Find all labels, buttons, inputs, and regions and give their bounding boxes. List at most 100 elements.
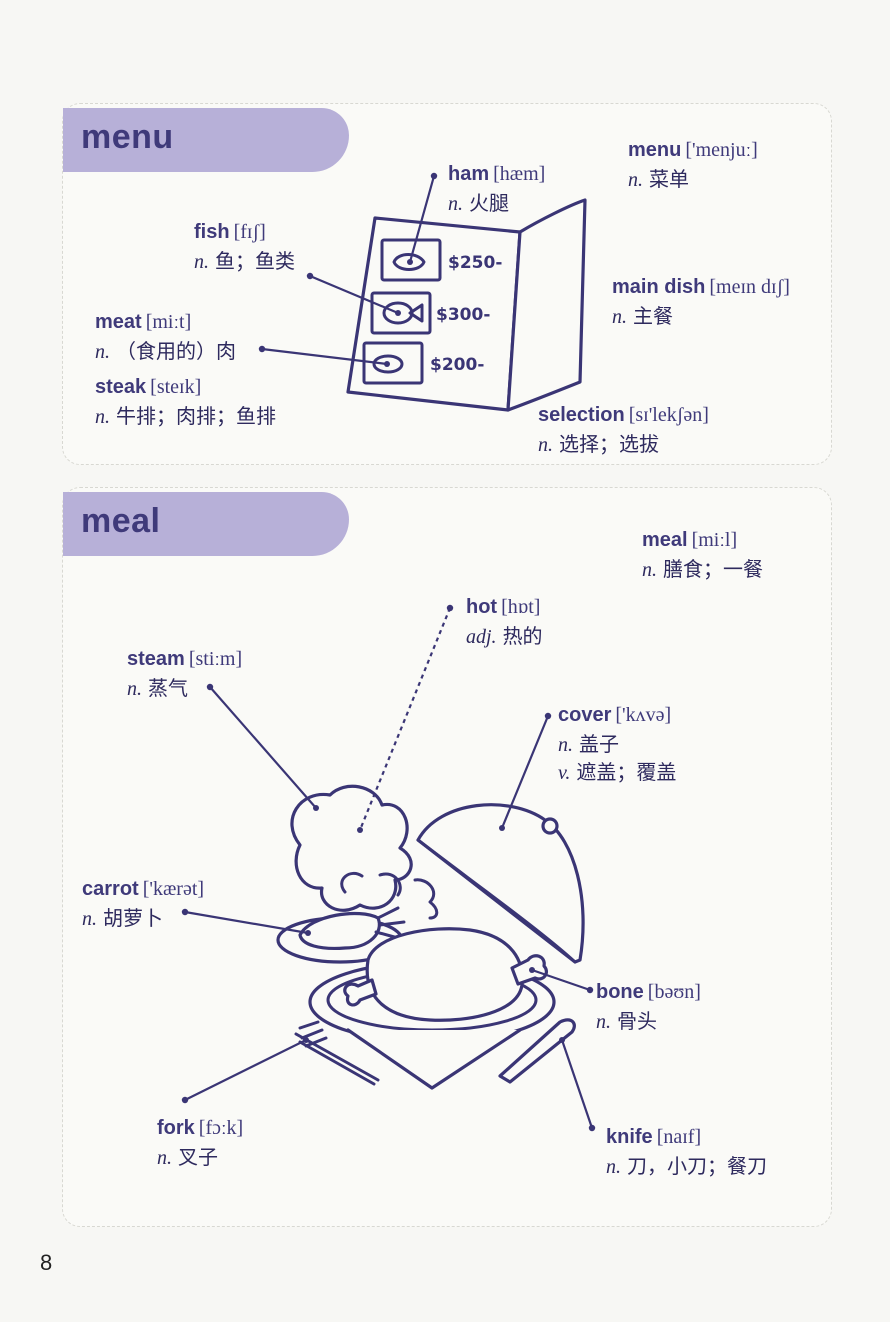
word-menu-en: menu <box>628 139 682 161</box>
word-carrot-phonetic: ['kærət] <box>142 878 205 900</box>
word-meat-phonetic: [miːt] <box>145 311 192 333</box>
word-menu-phonetic: ['menjuː] <box>685 139 758 161</box>
word-main-dish-zh: 主餐 <box>633 306 673 328</box>
word-hot: hot [hɒt] adj.热的 <box>466 593 543 651</box>
word-meal: meal [miːl] n. 膳食；一餐 <box>642 526 763 584</box>
word-fish: fish [fɪʃ] n. 鱼；鱼类 <box>194 218 295 276</box>
word-hot-en: hot <box>466 596 498 618</box>
word-knife-phonetic: [naɪf] <box>656 1126 702 1148</box>
word-fork-en: fork <box>157 1117 195 1139</box>
word-carrot: carrot ['kærət] n. 胡萝卜 <box>82 875 204 933</box>
price-steak: $200- <box>430 355 484 375</box>
word-main-dish-def: n. 主餐 <box>612 303 790 331</box>
word-steam-en: steam <box>127 648 185 670</box>
meal-section-tab: meal <box>63 492 349 556</box>
word-carrot-zh: 胡萝卜 <box>103 908 163 930</box>
word-selection-zh: 选择；选拔 <box>559 434 659 456</box>
word-fish-zh: 鱼；鱼类 <box>215 251 295 273</box>
word-cover-zh-2: 遮盖；覆盖 <box>576 762 677 784</box>
menu-illustration: $250- $300- $200- <box>346 198 587 412</box>
meal-leader-lines <box>181 604 596 1132</box>
word-selection-pos: n. <box>538 434 553 456</box>
word-meat-en: meat <box>95 311 142 333</box>
word-meat-zh: （食用的）肉 <box>116 341 236 363</box>
word-knife-def: n.刀，小刀；餐刀 <box>606 1153 767 1181</box>
word-main-dish-phonetic: [meɪn dɪʃ] <box>709 276 790 298</box>
page-number: 8 <box>40 1250 53 1275</box>
word-meal-zh: 膳食；一餐 <box>663 559 763 581</box>
word-steam: steam [stiːm] n. 蒸气 <box>127 645 242 703</box>
word-fork-zh: 叉子 <box>178 1147 218 1169</box>
word-steak-phonetic: [steɪk] <box>150 376 202 398</box>
menu-section-tab: menu <box>63 108 349 172</box>
word-bone: bone [bəʊn] n.骨头 <box>596 978 701 1036</box>
word-steam-phonetic: [stiːm] <box>188 648 243 670</box>
word-bone-pos: n. <box>596 1011 611 1033</box>
meal-section-title: meal <box>81 502 161 540</box>
word-meal-en: meal <box>642 529 688 551</box>
word-carrot-pos: n. <box>82 908 97 930</box>
word-steak-en: steak <box>95 376 147 398</box>
word-menu-pos: n. <box>628 169 643 191</box>
word-fork-phonetic: [fɔːk] <box>198 1117 244 1139</box>
word-meat-pos: n. <box>95 341 110 363</box>
meal-illustration <box>276 784 585 1090</box>
word-cover-zh-1: 盖子 <box>579 734 619 756</box>
word-steam-zh: 蒸气 <box>148 678 188 700</box>
word-fish-phonetic: [fɪʃ] <box>233 221 266 243</box>
word-knife-zh: 刀，小刀；餐刀 <box>627 1156 767 1178</box>
word-hot-def: adj.热的 <box>466 623 543 651</box>
word-bone-en: bone <box>596 981 644 1003</box>
word-carrot-def: n. 胡萝卜 <box>82 905 204 933</box>
word-fork-def: n. 叉子 <box>157 1144 243 1172</box>
word-steak-pos: n. <box>95 406 110 428</box>
word-hot-pos: adj. <box>466 626 497 648</box>
word-main-dish-en: main dish <box>612 276 706 298</box>
word-ham-zh: 火腿 <box>469 193 509 215</box>
word-cover-def-2: v.遮盖；覆盖 <box>558 759 676 787</box>
word-cover-en: cover <box>558 704 612 726</box>
word-fish-def: n. 鱼；鱼类 <box>194 248 295 276</box>
word-meal-phonetic: [miːl] <box>691 529 738 551</box>
word-meal-pos: n. <box>642 559 657 581</box>
word-main-dish: main dish [meɪn dɪʃ] n. 主餐 <box>612 273 790 331</box>
word-hot-zh: 热的 <box>502 626 543 648</box>
word-ham-en: ham <box>448 163 490 185</box>
word-bone-def: n. 骨头 <box>596 1008 701 1036</box>
word-selection-phonetic: [sɪ'lekʃən] <box>628 404 709 426</box>
word-ham: ham [hæm] n.火腿 <box>448 160 545 218</box>
word-selection-def: n. 选择；选拔 <box>538 431 709 459</box>
word-menu-zh: 菜单 <box>649 169 689 191</box>
word-menu: menu ['menjuː] n. 菜单 <box>628 136 758 194</box>
word-meat-def: n. （食用的）肉 <box>95 338 236 366</box>
word-ham-def: n. 火腿 <box>448 190 545 218</box>
word-cover-def-1: n. 盖子 <box>558 731 676 759</box>
word-meal-def: n. 膳食；一餐 <box>642 556 763 584</box>
word-cover: cover ['kʌvə] n. 盖子 v.遮盖；覆盖 <box>558 701 676 787</box>
word-carrot-en: carrot <box>82 878 139 900</box>
price-fish: $300- <box>436 305 490 325</box>
word-cover-pos-1: n. <box>558 734 573 756</box>
word-cover-phonetic: ['kʌvə] <box>615 704 672 726</box>
word-main-dish-pos: n. <box>612 306 627 328</box>
word-fork-pos: n. <box>157 1147 172 1169</box>
word-fork: fork [fɔːk] n. 叉子 <box>157 1114 243 1172</box>
word-steak-def: n.牛排；肉排；鱼排 <box>95 403 276 431</box>
word-fish-en: fish <box>194 221 230 243</box>
word-hot-phonetic: [hɒt] <box>501 596 541 618</box>
word-fish-pos: n. <box>194 251 209 273</box>
word-selection: selection [sɪ'lekʃən] n.选择；选拔 <box>538 401 709 459</box>
word-menu-def: n. 菜单 <box>628 166 758 194</box>
word-knife-en: knife <box>606 1126 653 1148</box>
word-ham-pos: n. <box>448 193 463 215</box>
word-steak: steak [steɪk] n.牛排；肉排；鱼排 <box>95 373 276 431</box>
price-ham: $250- <box>448 253 502 273</box>
word-bone-zh: 骨头 <box>617 1011 657 1033</box>
menu-leader-lines <box>258 172 438 367</box>
word-steam-def: n. 蒸气 <box>127 675 242 703</box>
word-knife: knife [naɪf] n.刀，小刀；餐刀 <box>606 1123 767 1181</box>
word-meat: meat [miːt] n. （食用的）肉 <box>95 308 236 366</box>
word-cover-pos-2: v. <box>558 762 571 784</box>
word-steam-pos: n. <box>127 678 142 700</box>
